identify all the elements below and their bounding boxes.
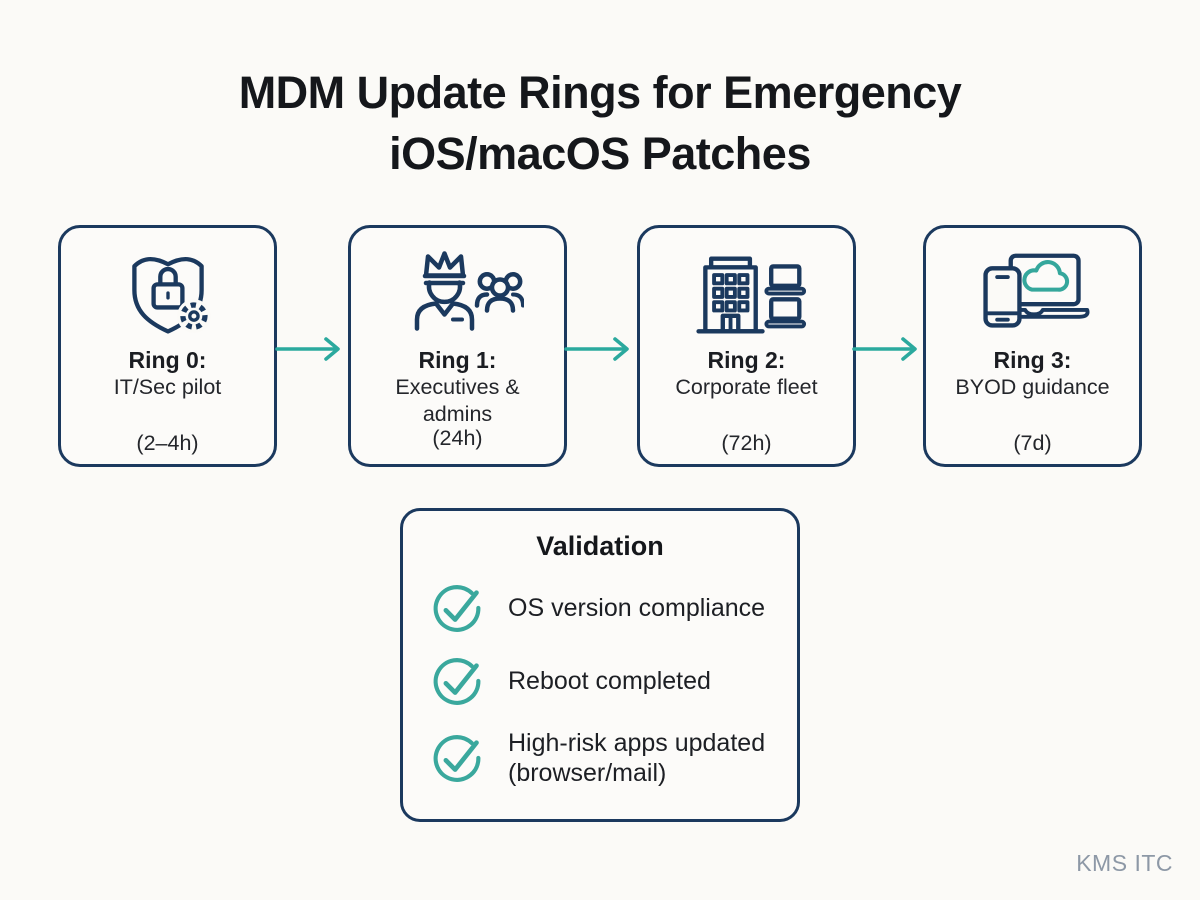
validation-item-text: High-risk apps updated (browser/mail): [508, 729, 766, 787]
flow-arrow-3: [852, 337, 917, 361]
flow-arrow-2: [564, 337, 629, 361]
validation-panel: Validation OS version compliance: [400, 508, 800, 822]
ring-label: Ring 0:: [128, 347, 207, 373]
check-circle-icon: [431, 582, 483, 634]
ring-description: Executives & admins: [395, 375, 520, 426]
ring-box-3: Ring 3: BYOD guidance (7d): [923, 225, 1142, 467]
ring-box-1: Ring 1: Executives & admins (24h): [348, 225, 567, 467]
page-title-line1: MDM Update Rings for Emergency: [238, 67, 962, 118]
shield-lock-gear-icon: [114, 244, 222, 344]
validation-item: High-risk apps updated (browser/mail): [431, 728, 797, 788]
page-title-line2: iOS/macOS Patches: [389, 128, 811, 179]
flow-arrow-1: [275, 337, 340, 361]
ring-duration: (72h): [721, 431, 772, 455]
validation-title: Validation: [536, 531, 664, 561]
check-circle-icon: [431, 732, 483, 784]
ring-description: IT/Sec pilot: [113, 375, 222, 399]
validation-item-text: OS version compliance: [508, 594, 766, 622]
page-title: MDM Update Rings for Emergency iOS/macOS…: [0, 62, 1200, 184]
ring-duration: (24h): [432, 426, 483, 450]
ring-box-2: Ring 2: Corporate fleet (72h): [637, 225, 856, 467]
validation-item: Reboot completed: [431, 655, 797, 707]
ring-description: BYOD guidance: [955, 375, 1110, 399]
building-laptops-icon: [682, 244, 812, 344]
executive-group-icon: [392, 244, 524, 344]
validation-items: OS version compliance Reboot completed: [431, 582, 797, 788]
check-circle-icon: [431, 655, 483, 707]
validation-item-text: Reboot completed: [508, 667, 711, 695]
validation-item: OS version compliance: [431, 582, 797, 634]
ring-label: Ring 3:: [993, 347, 1072, 373]
ring-label: Ring 2:: [707, 347, 786, 373]
ring-description: Corporate fleet: [675, 375, 818, 399]
ring-duration: (7d): [1013, 431, 1052, 455]
ring-label: Ring 1:: [418, 347, 497, 373]
ring-duration: (2–4h): [136, 431, 199, 455]
phone-laptop-cloud-icon: [968, 244, 1098, 344]
ring-box-0: Ring 0: IT/Sec pilot (2–4h): [58, 225, 277, 467]
watermark: KMS ITC: [1076, 850, 1173, 876]
